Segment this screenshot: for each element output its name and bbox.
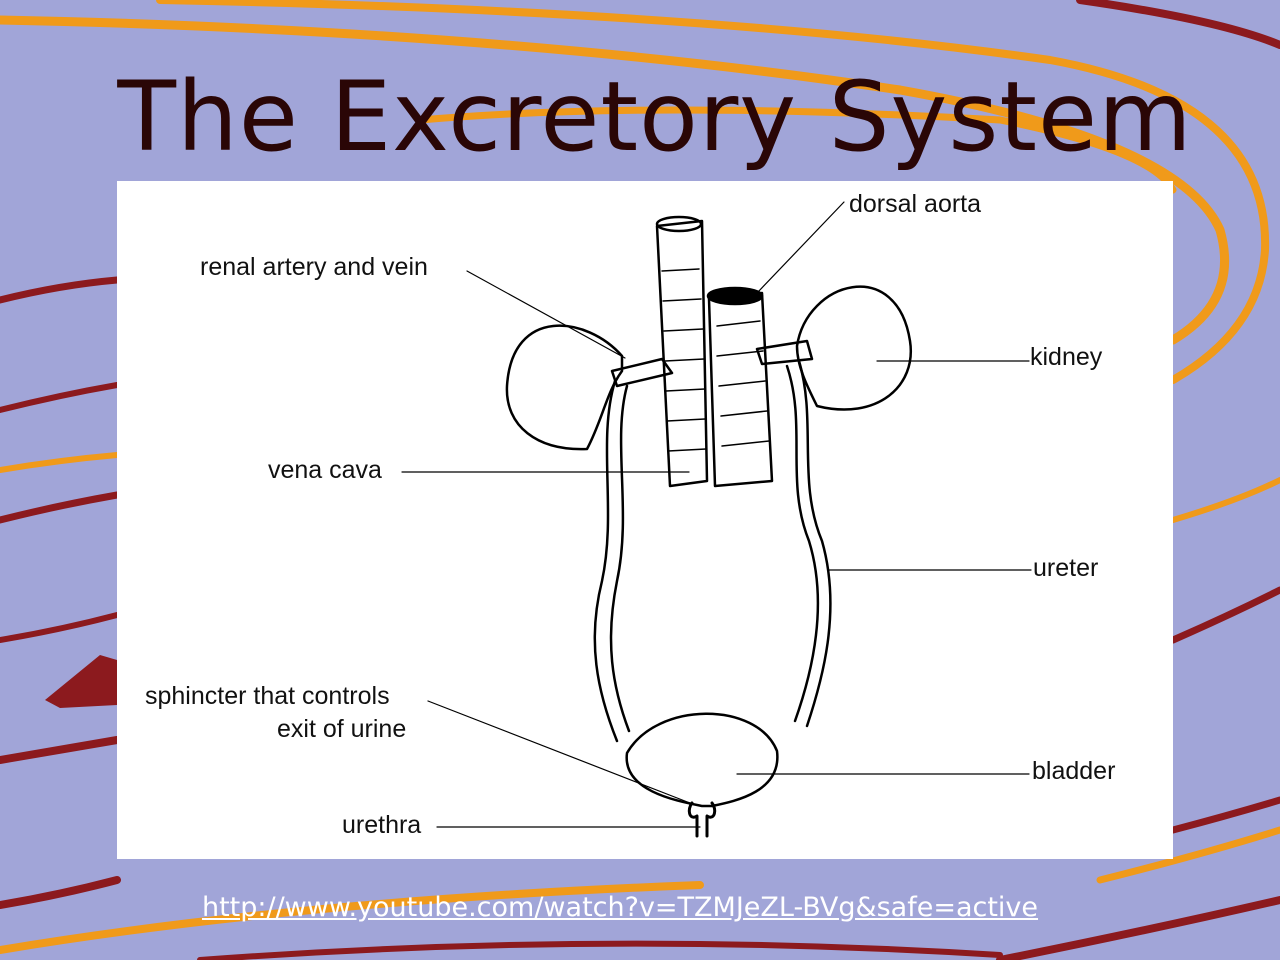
label-sphincter-line1: sphincter that controls <box>145 682 390 710</box>
bladder-shape <box>625 712 779 808</box>
label-dorsal-aorta: dorsal aorta <box>849 190 982 218</box>
urethra-shape <box>687 801 717 838</box>
slide-title: The Excretory System <box>117 61 1193 173</box>
youtube-link[interactable]: http://www.youtube.com/watch?v=TZMJeZL-B… <box>201 892 1039 923</box>
label-sphincter-line2: exit of urine <box>277 715 407 743</box>
diagram-drawing <box>401 201 1032 838</box>
vena-cava-shape <box>655 219 709 488</box>
dorsal-aorta-shape <box>707 291 774 488</box>
left-ureter-shape <box>593 379 631 743</box>
label-bladder: bladder <box>1032 757 1116 785</box>
excretory-system-diagram: dorsal aorta renal artery and vein kidne… <box>117 181 1173 859</box>
label-vena-cava: vena cava <box>268 456 382 484</box>
label-urethra: urethra <box>342 811 422 839</box>
left-kidney-shape <box>505 324 624 451</box>
right-ureter-shape <box>785 359 832 728</box>
label-ureter: ureter <box>1033 554 1099 582</box>
right-kidney-shape <box>795 285 913 411</box>
label-kidney: kidney <box>1030 343 1103 371</box>
label-renal-artery-vein: renal artery and vein <box>200 253 428 281</box>
